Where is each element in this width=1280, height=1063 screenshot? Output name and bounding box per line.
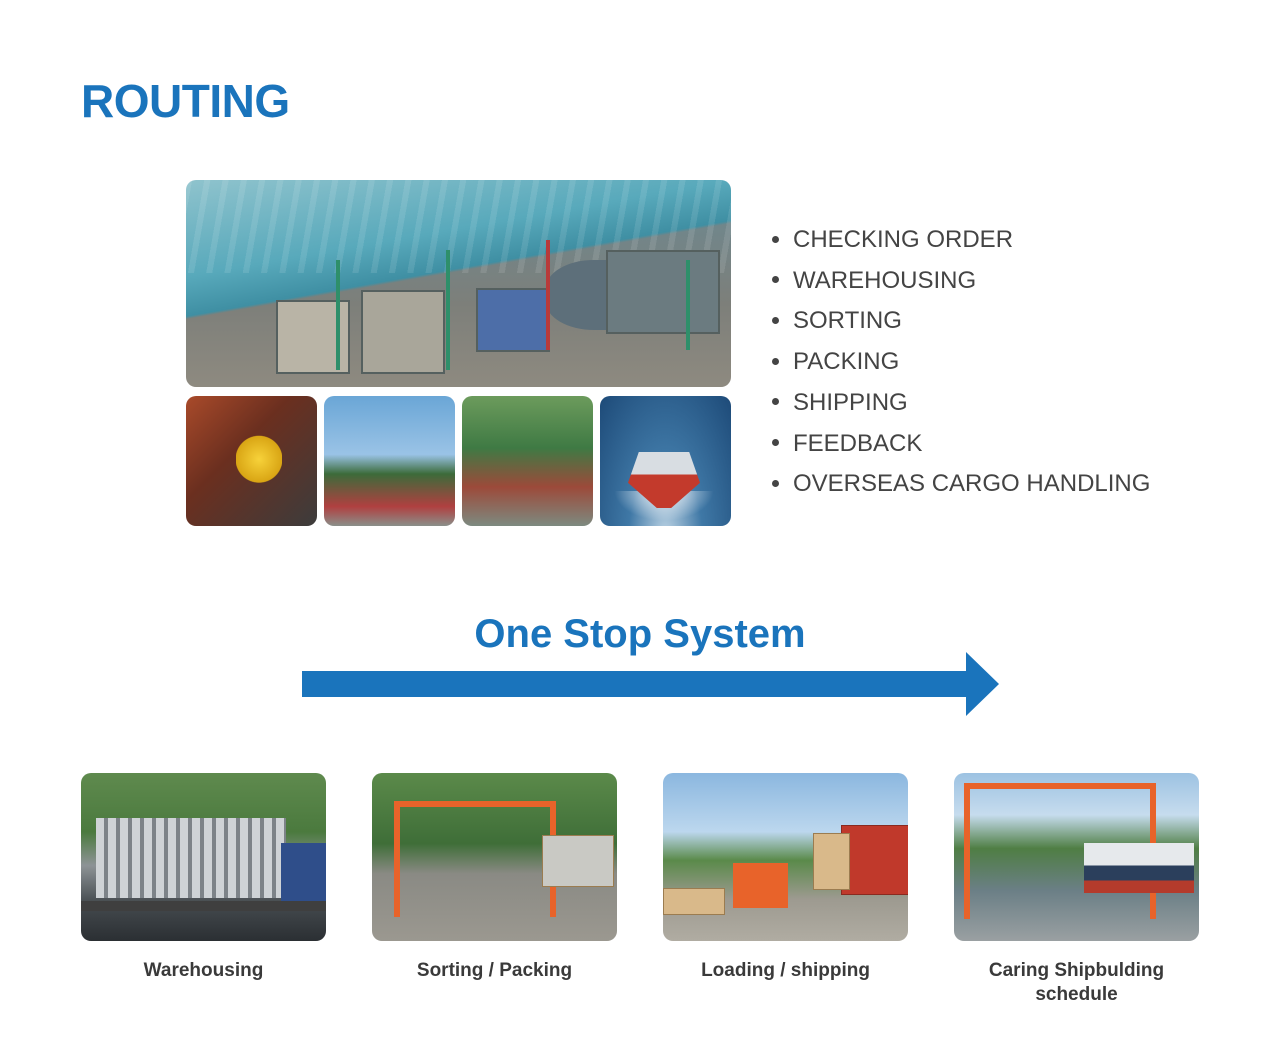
one-stop-system-title: One Stop System [474,612,806,656]
warehousing-photo [81,773,326,941]
page-title: ROUTING [81,75,290,127]
shipbuilding-schedule-photo [954,773,1199,941]
loading-shipping-photo [663,773,908,941]
bullet-icon [772,317,779,325]
propeller-photo [186,396,317,526]
sorting-packing-caption: Sorting / Packing [416,960,573,981]
routing-steps-list: CHECKING ORDER WAREHOUSING SORTING PACKI… [768,220,1150,505]
bullet-icon [772,357,779,365]
right-arrow-icon [302,652,999,716]
list-item: PACKING [768,342,1150,383]
shipbuilding-schedule-caption: Caring Shipbulding schedule [988,960,1165,1005]
warehousing-caption: Warehousing [143,960,264,981]
list-item: FEEDBACK [768,424,1150,465]
bullet-icon [772,479,779,487]
sorting-packing-photo [372,773,617,941]
shipyard-aerial-photo [186,180,731,387]
bullet-icon [772,235,779,243]
list-item: WAREHOUSING [768,261,1150,302]
drydock-photo [462,396,593,526]
list-item: CHECKING ORDER [768,220,1150,261]
list-item: SHIPPING [768,383,1150,424]
list-item: SORTING [768,301,1150,342]
bullet-icon [772,276,779,284]
bullet-icon [772,398,779,406]
crane-ship-photo [324,396,455,526]
bullet-icon [772,439,779,447]
tanker-ship-photo [600,396,731,526]
list-item: OVERSEAS CARGO HANDLING [768,464,1150,505]
loading-shipping-caption: Loading / shipping [701,960,870,981]
